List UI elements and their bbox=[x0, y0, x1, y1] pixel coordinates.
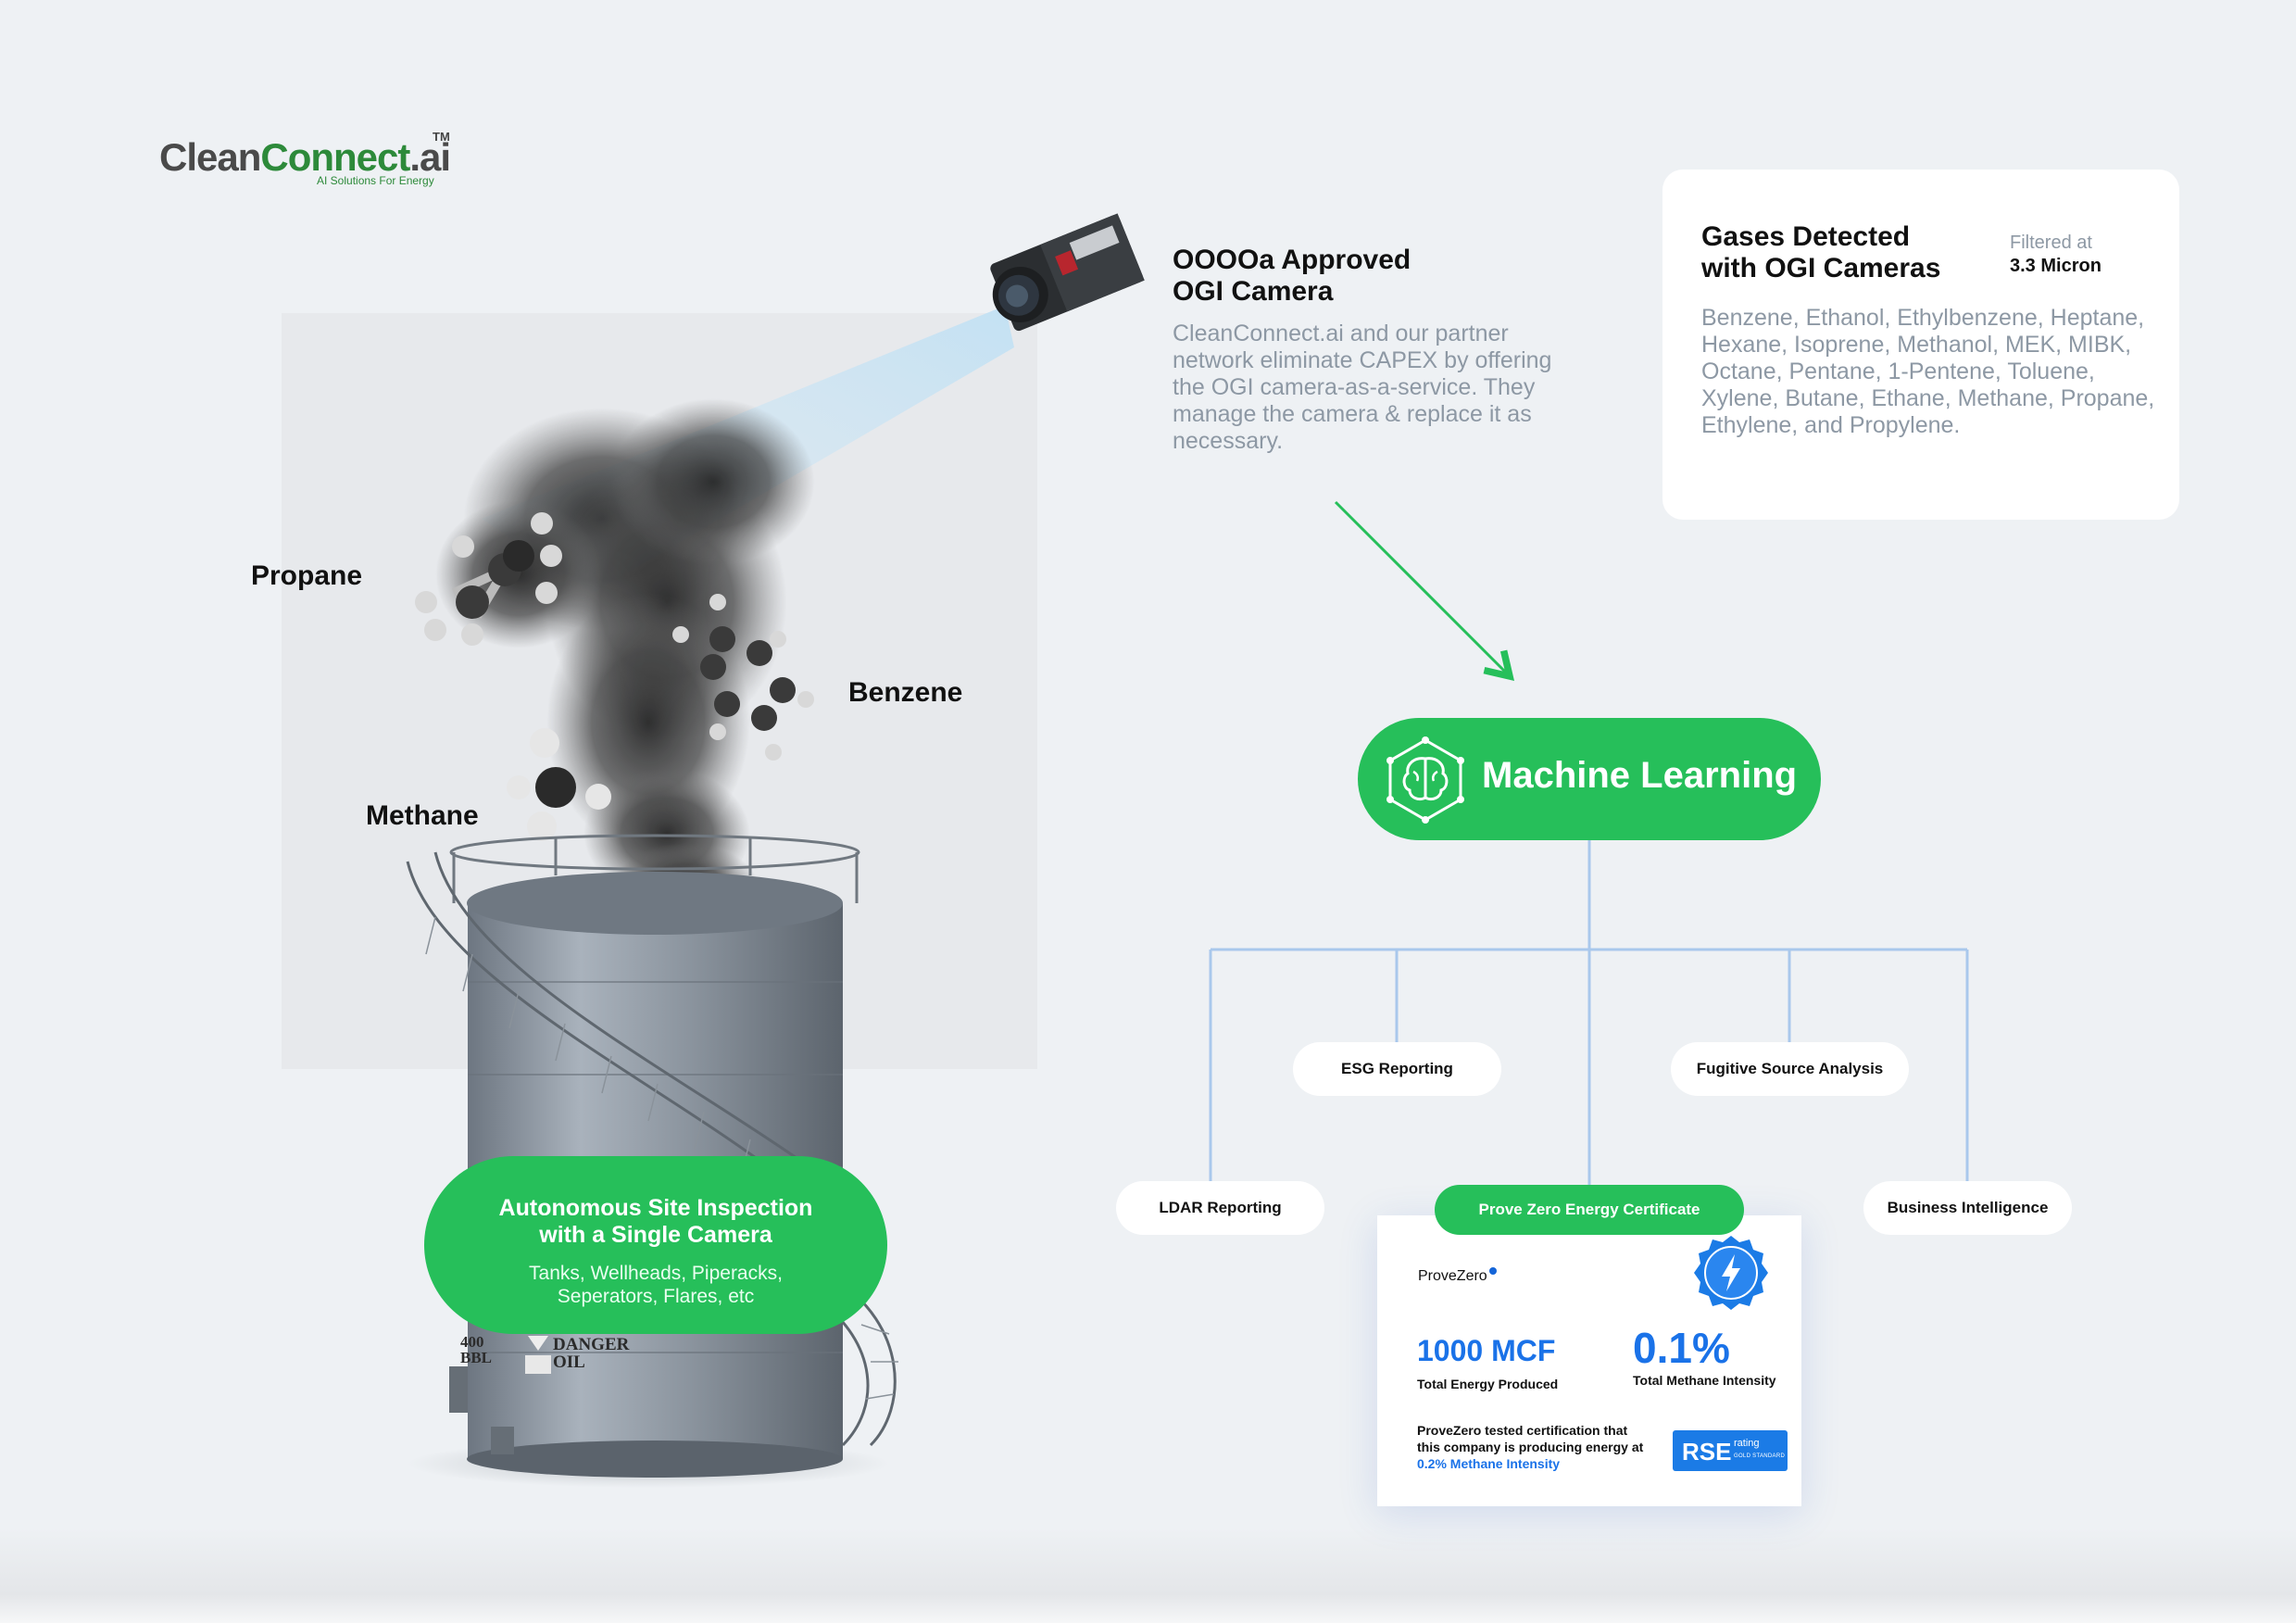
flow-arrow bbox=[1334, 500, 1515, 682]
prove-zero-certificate-node: Prove Zero Energy Certificate bbox=[1435, 1185, 1744, 1235]
autonomous-inspection-callout: Autonomous Site Inspection with a Single… bbox=[424, 1156, 887, 1334]
methane-molecule bbox=[507, 728, 611, 841]
ldar-reporting-node: LDAR Reporting bbox=[1116, 1181, 1324, 1235]
machine-learning-node: Machine Learning bbox=[1358, 718, 1821, 840]
inspection-subtitle: Tanks, Wellheads, Piperacks, Seperators,… bbox=[529, 1263, 783, 1307]
propane-label: Propane bbox=[251, 560, 363, 591]
benzene-label: Benzene bbox=[848, 677, 963, 708]
energy-produced-label: Total Energy Produced bbox=[1417, 1377, 1559, 1391]
camera-title: OOOOa Approved OGI Camera bbox=[1173, 245, 1411, 307]
business-intelligence-node: Business Intelligence bbox=[1863, 1181, 2072, 1235]
methane-intensity-value: 0.1% bbox=[1633, 1324, 1730, 1372]
brain-icon bbox=[1386, 736, 1464, 824]
methane-intensity-label: Total Methane Intensity bbox=[1633, 1373, 1776, 1388]
lightning-icon bbox=[1694, 1236, 1768, 1310]
filter-value: 3.3 Micron bbox=[2010, 256, 2102, 276]
gases-card-title: Gases Detected with OGI Cameras bbox=[1701, 221, 1941, 283]
ogi-camera bbox=[990, 213, 1145, 332]
benzene-molecule bbox=[672, 594, 814, 761]
certification-statement: ProveZero tested certification that this… bbox=[1417, 1423, 1644, 1471]
energy-produced-value: 1000 MCF bbox=[1417, 1334, 1556, 1367]
inspection-title: Autonomous Site Inspection with a Single… bbox=[498, 1195, 813, 1248]
cleanconnect-logo: CleanConnect.ai TM AI Solutions For Ener… bbox=[159, 130, 474, 195]
propane-molecule bbox=[415, 512, 562, 646]
filter-label: Filtered at bbox=[2010, 233, 2092, 253]
prove-zero-certificate-card: ProveZero 1000 MCF Total Energy Produced… bbox=[1377, 1215, 1801, 1506]
machine-learning-label: Machine Learning bbox=[1482, 755, 1798, 796]
logo-wordmark: CleanConnect.ai bbox=[159, 135, 451, 179]
logo-trademark: TM bbox=[433, 130, 450, 144]
esg-reporting-node: ESG Reporting bbox=[1293, 1042, 1501, 1096]
fugitive-source-node: Fugitive Source Analysis bbox=[1671, 1042, 1909, 1096]
floor-shadow bbox=[0, 1529, 2296, 1623]
camera-description: CleanConnect.ai and our partner network … bbox=[1173, 321, 1552, 454]
connector-lines bbox=[1209, 840, 1969, 1186]
logo-tagline: AI Solutions For Energy bbox=[317, 174, 434, 187]
provezero-logo: ProveZero bbox=[1418, 1267, 1497, 1285]
methane-label: Methane bbox=[366, 800, 479, 831]
rse-rating-badge: RSE rating GOLD STANDARD bbox=[1673, 1430, 1788, 1471]
gases-list: Benzene, Ethanol, Ethylbenzene, Heptane,… bbox=[1701, 305, 2155, 438]
gases-detected-card: Gases Detected with OGI Cameras Filtered… bbox=[1662, 170, 2179, 520]
